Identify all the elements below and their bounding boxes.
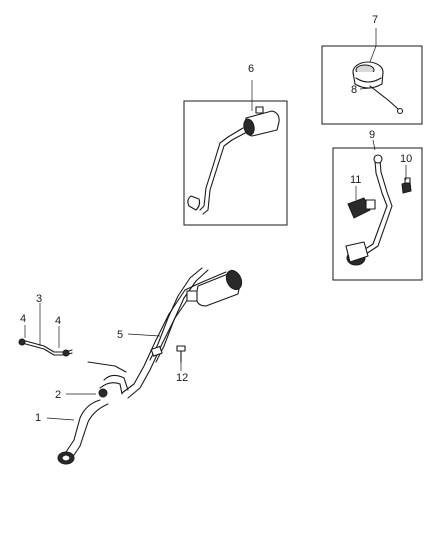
bolt-part bbox=[176, 345, 186, 371]
line-top-fitting bbox=[373, 154, 383, 164]
vapor-line-tube bbox=[365, 159, 393, 255]
hose-end-connector bbox=[187, 195, 201, 211]
filler-tube-part bbox=[121, 267, 243, 399]
callout-1: 1 bbox=[35, 412, 41, 424]
quick-connector-part bbox=[347, 197, 376, 219]
callout-8: 8 bbox=[351, 84, 357, 96]
callout-7: 7 bbox=[372, 14, 378, 26]
callout-4-right: 4 bbox=[55, 315, 61, 327]
callout-3: 3 bbox=[36, 293, 42, 305]
inset-box-vapor-hose bbox=[183, 80, 288, 226]
vapor-hose-line bbox=[202, 131, 248, 215]
fuel-cap-part bbox=[352, 61, 384, 89]
inset-frame-line bbox=[332, 147, 423, 281]
callout-2: 2 bbox=[55, 389, 61, 401]
filler-hose-part bbox=[46, 399, 109, 465]
tether-ring bbox=[396, 107, 404, 115]
vapor-canister-part bbox=[243, 106, 280, 137]
callout-9: 9 bbox=[369, 129, 375, 141]
hose-clamp-2 bbox=[98, 388, 108, 398]
callout-4-left: 4 bbox=[20, 313, 26, 325]
callout-6: 6 bbox=[248, 63, 254, 75]
clip-part bbox=[401, 177, 412, 194]
lower-filler-hose-part bbox=[87, 361, 129, 398]
lower-connector-part bbox=[345, 241, 369, 266]
callout-10: 10 bbox=[400, 153, 412, 165]
filler-neck-head bbox=[186, 269, 243, 307]
callout-11: 11 bbox=[350, 174, 361, 186]
inset-box-fuel-cap bbox=[321, 28, 423, 125]
inset-box-vapor-line bbox=[332, 139, 423, 281]
callout-5: 5 bbox=[117, 329, 123, 341]
callout-12: 12 bbox=[176, 372, 188, 384]
vent-line-part bbox=[18, 303, 73, 357]
